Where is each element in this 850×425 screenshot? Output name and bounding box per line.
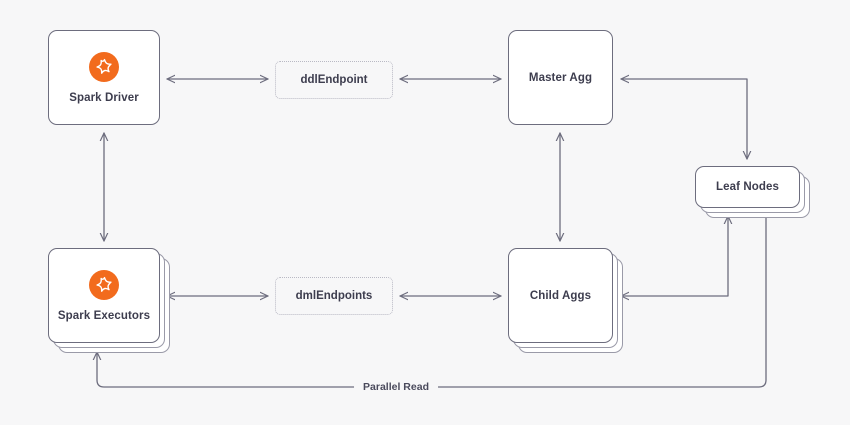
node-spark-driver[interactable]: Spark Driver [48,30,160,125]
dml-endpoints-label: dmlEndpoints [295,290,373,302]
master-agg-label: Master Agg [528,71,593,84]
parallel-read-label: Parallel Read [354,381,438,393]
spark-driver-card[interactable]: Spark Driver [48,30,160,125]
node-leaf-nodes[interactable]: Leaf Nodes [695,166,810,218]
endpoint-ddl[interactable]: ddlEndpoint [275,61,393,99]
edge-masteragg-leafnodes [620,79,747,160]
node-child-aggs[interactable]: Child Aggs [508,248,623,353]
child-aggs-card[interactable]: Child Aggs [508,248,613,343]
ddl-endpoint-label: ddlEndpoint [300,74,368,86]
node-master-agg[interactable]: Master Agg [508,30,613,125]
edge-parallel-read [97,215,767,388]
leaf-nodes-card[interactable]: Leaf Nodes [695,166,800,208]
endpoint-dml[interactable]: dmlEndpoints [275,277,393,315]
spark-driver-label: Spark Driver [69,91,139,104]
leaf-nodes-label: Leaf Nodes [716,181,779,193]
spark-executors-label: Spark Executors [57,309,151,322]
node-spark-executors[interactable]: Spark Executors [48,248,170,353]
spark-logo-icon [89,51,119,82]
spark-executors-card[interactable]: Spark Executors [48,248,160,343]
child-aggs-label: Child Aggs [529,289,592,302]
spark-logo-icon [89,269,119,300]
master-agg-card[interactable]: Master Agg [508,30,613,125]
edge-childaggs-leafnodes [620,215,728,296]
